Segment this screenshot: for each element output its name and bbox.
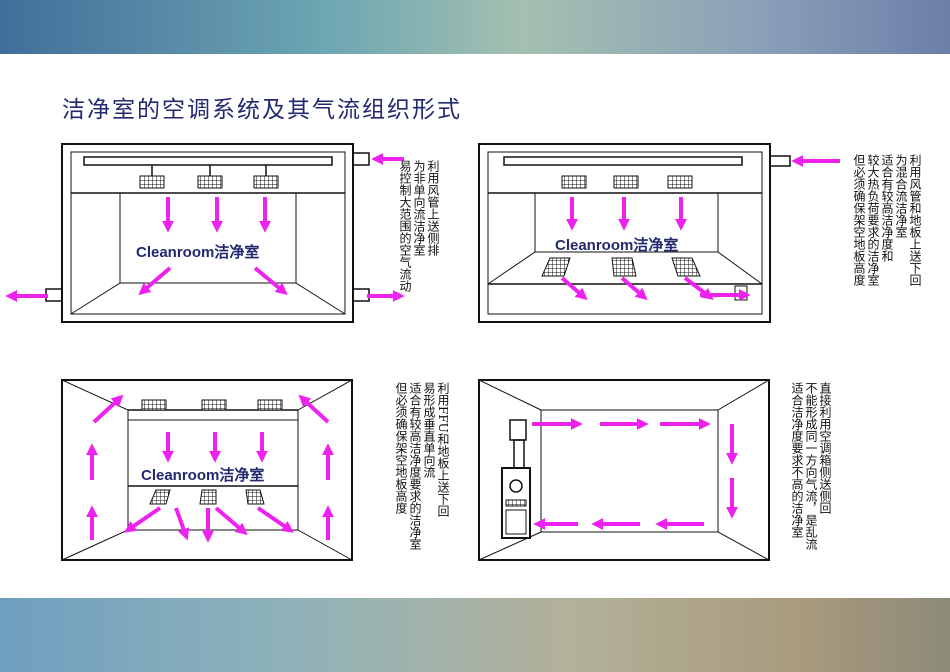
panel-top-left (45, 143, 370, 323)
slide-title: 洁净室的空调系统及其气流组织形式 (62, 97, 462, 123)
panel-bottom-right (478, 379, 770, 561)
description-bottom-left: 利用FFU和地板上送下回 易形成垂直单向流 适合有较高洁净度要求的洁净室 但必须… (394, 382, 450, 550)
top-decor-band (0, 0, 950, 54)
description-top-left: 利用风管上送侧排 为非单向流洁净室 易控制大范围的空气流动 (398, 160, 440, 292)
panel-bottom-left (61, 379, 353, 561)
bottom-decor-band (0, 598, 950, 672)
room-label-top-right: Cleanroom洁净室 (555, 236, 678, 254)
panel-top-right (478, 143, 791, 323)
airflow-arrows-bottom-left (86, 394, 334, 543)
airflow-arrows-top-right (560, 155, 840, 301)
airflow-arrows-top-left (5, 153, 405, 302)
room-label-bottom-left: Cleanroom洁净室 (141, 466, 264, 484)
room-label-top-left: Cleanroom洁净室 (136, 243, 259, 261)
description-bottom-right: 直接利用空调箱侧送侧回 不能形成同一方向气流，是乱流 适合洁净度要求不高的洁净室 (790, 382, 832, 550)
description-top-right: 利用风管和地板上送下回 为混合流洁净室 适合有较高洁净度和 较大热负荷要求的洁净… (852, 154, 922, 286)
airflow-arrows-bottom-right (532, 418, 738, 530)
